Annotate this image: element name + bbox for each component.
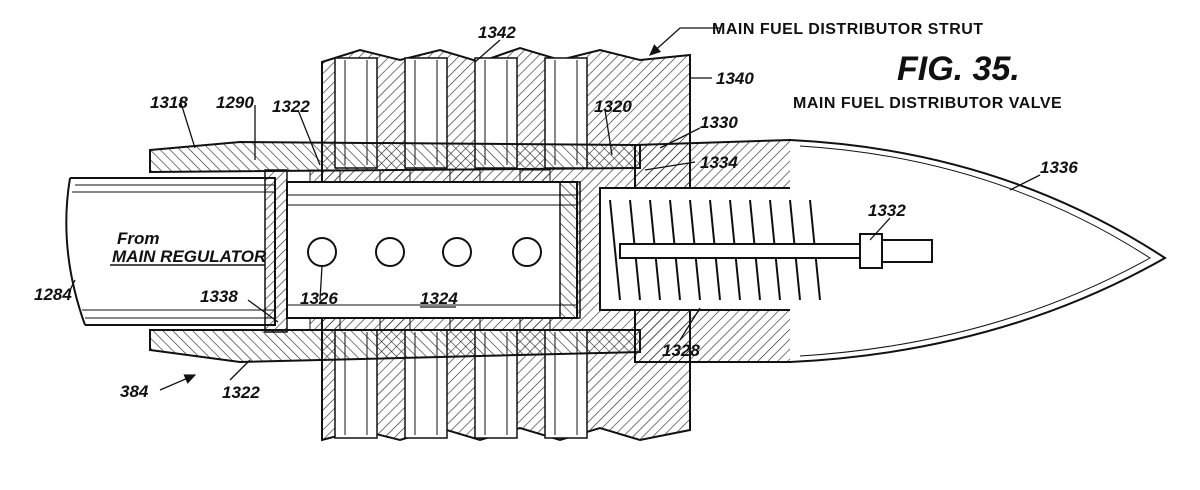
ref-1328: 1328: [662, 341, 700, 360]
ref-1284: 1284: [34, 285, 72, 304]
ref-1334: 1334: [700, 153, 738, 172]
ref-1318: 1318: [150, 93, 188, 112]
ref-1322-top: 1322: [272, 97, 310, 116]
ref-1290: 1290: [216, 93, 254, 112]
flow-from-label: From: [117, 229, 160, 248]
ref-1338: 1338: [200, 287, 238, 306]
ref-1340: 1340: [716, 69, 754, 88]
strut-label: MAIN FUEL DISTRIBUTOR STRUT: [712, 21, 984, 38]
ref-1336: 1336: [1040, 158, 1078, 177]
ref-1322-bottom: 1322: [222, 383, 260, 402]
nose-cone: [789, 139, 1167, 363]
flow-source-label: MAIN REGULATOR: [112, 247, 267, 266]
ref-1326: 1326: [300, 289, 338, 308]
figure-number: FIG. 35.: [897, 50, 1020, 88]
ref-1332: 1332: [868, 201, 906, 220]
ref-1330: 1330: [700, 113, 738, 132]
figure-title: MAIN FUEL DISTRIBUTOR VALVE: [793, 95, 1062, 112]
valve-stem: [619, 233, 933, 269]
ref-1324: 1324: [420, 289, 458, 308]
inlet-pipe: [65, 169, 288, 333]
ref-1320: 1320: [594, 97, 632, 116]
outer-sleeve: [149, 140, 641, 364]
ref-1342: 1342: [478, 23, 516, 42]
ref-384: 384: [120, 382, 149, 401]
valve-sleeve: [286, 169, 581, 331]
